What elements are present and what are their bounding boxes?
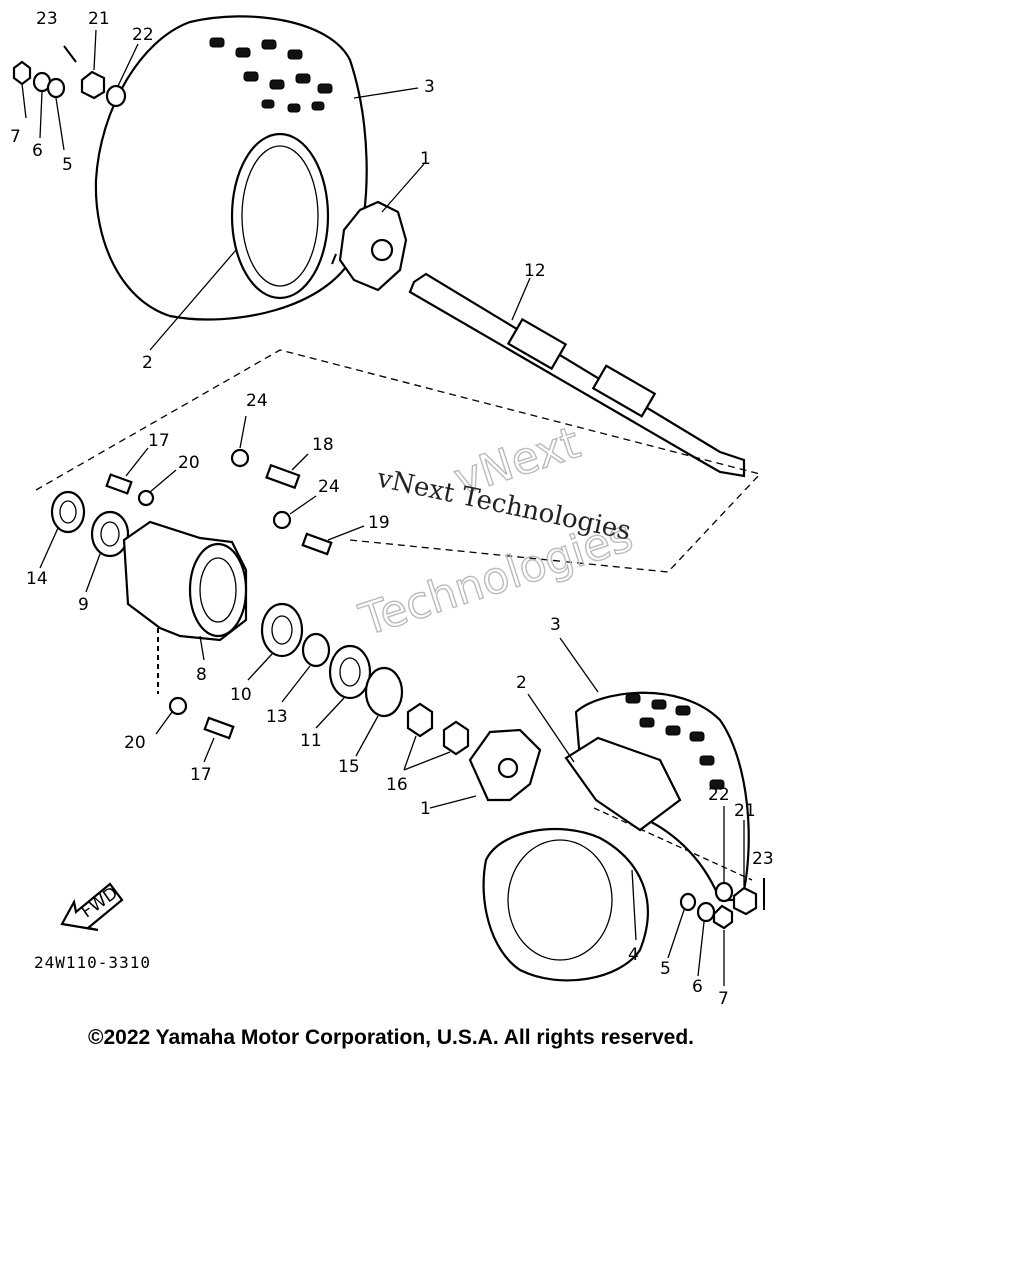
bearing-stack xyxy=(260,602,470,756)
seal-14 xyxy=(50,490,86,534)
watermark: vNext Technologies vNext Technologies xyxy=(353,417,640,648)
seal-15 xyxy=(364,666,404,718)
part-labels: 23 21 22 3 7 6 5 1 12 2 24 17 18 20 24 1… xyxy=(10,9,774,1009)
nut-21-top xyxy=(80,70,106,100)
label-17-top: 17 xyxy=(148,431,170,451)
bolt-19 xyxy=(301,532,333,556)
washer-22-bot xyxy=(714,881,734,903)
label-21-top: 21 xyxy=(88,9,110,29)
washer-20-bot xyxy=(168,696,188,716)
bolt-18 xyxy=(265,463,301,490)
label-1-bot: 1 xyxy=(420,799,431,819)
label-23-top: 23 xyxy=(36,9,58,29)
label-15: 15 xyxy=(338,757,360,777)
washer-5-top xyxy=(46,77,66,99)
washer-22-top xyxy=(105,84,127,108)
label-7-top: 7 xyxy=(10,127,21,147)
nut-21-bot xyxy=(732,886,758,916)
label-10: 10 xyxy=(230,685,252,705)
label-22-bot: 22 xyxy=(708,785,730,805)
label-5-top: 5 xyxy=(62,155,73,175)
label-20-bot: 20 xyxy=(124,733,146,753)
label-17-bot: 17 xyxy=(190,765,212,785)
washer-24-a xyxy=(230,448,250,468)
bolt-17-top xyxy=(105,473,133,495)
pin-23-top xyxy=(63,45,77,63)
label-7-bot: 7 xyxy=(718,989,729,1009)
label-2-bot: 2 xyxy=(516,673,527,693)
washer-5-bot xyxy=(679,892,697,912)
middle-hardware xyxy=(50,448,333,558)
diagram-code: 24W110-3310 xyxy=(34,953,151,972)
label-13: 13 xyxy=(266,707,288,727)
axle-shaft xyxy=(408,272,746,478)
nut-7-top xyxy=(12,60,32,86)
fwd-arrow-shape xyxy=(60,882,124,932)
label-6-top: 6 xyxy=(32,141,43,161)
bolt-17-bot xyxy=(203,716,235,740)
label-18: 18 xyxy=(312,435,334,455)
label-6-bot: 6 xyxy=(692,977,703,997)
label-2-top: 2 xyxy=(142,353,153,373)
label-24-a: 24 xyxy=(246,391,268,411)
label-22-top: 22 xyxy=(132,25,154,45)
lower-rim-half-1 xyxy=(564,736,682,832)
copyright-notice: ©2022 Yamaha Motor Corporation, U.S.A. A… xyxy=(88,1026,694,1049)
label-8: 8 xyxy=(196,665,207,685)
axle-housing xyxy=(122,520,248,694)
label-9: 9 xyxy=(78,595,89,615)
label-4: 4 xyxy=(628,945,639,965)
bearing-9 xyxy=(90,510,130,558)
label-21-bot: 21 xyxy=(734,801,756,821)
label-11: 11 xyxy=(300,731,322,751)
nut-7-bot xyxy=(712,904,734,930)
upper-hardware xyxy=(12,45,127,108)
bearing-11 xyxy=(328,644,372,700)
upper-hub xyxy=(331,200,408,292)
upper-tire-rim-inner xyxy=(241,145,319,287)
label-23-bot: 23 xyxy=(752,849,774,869)
washer-24-b xyxy=(272,510,292,530)
label-3-top: 3 xyxy=(424,77,435,97)
label-19: 19 xyxy=(368,513,390,533)
upper-hub-center xyxy=(370,238,394,262)
label-16: 16 xyxy=(386,775,408,795)
label-24-b: 24 xyxy=(318,477,340,497)
lower-rim-half-2 xyxy=(482,827,649,982)
lower-tire-tread-blocks xyxy=(625,693,725,790)
label-1-top: 1 xyxy=(420,149,431,169)
housing-flange xyxy=(188,542,248,638)
label-5-bot: 5 xyxy=(660,959,671,979)
lower-hardware xyxy=(679,878,765,930)
upper-tire-rim-opening xyxy=(230,132,330,300)
bearing-10 xyxy=(260,602,304,658)
washer-20-top xyxy=(137,489,155,507)
upper-tire-assembly xyxy=(94,15,368,321)
washer-6-bot xyxy=(696,901,716,923)
nut-16-b xyxy=(442,720,470,756)
leader-lines xyxy=(21,29,745,986)
label-3-bot: 3 xyxy=(550,615,561,635)
axle-spline-2 xyxy=(591,364,657,418)
axle-spline-1 xyxy=(506,317,568,371)
collar-13 xyxy=(301,632,331,668)
lower-tire-assembly xyxy=(482,691,753,982)
label-14: 14 xyxy=(26,569,48,589)
upper-tire-tread-blocks xyxy=(209,37,333,113)
upper-tire-outline xyxy=(94,15,368,321)
fwd-arrow: FWD xyxy=(60,882,124,932)
label-12: 12 xyxy=(524,261,546,281)
nut-16-a xyxy=(406,702,434,738)
label-20-top: 20 xyxy=(178,453,200,473)
